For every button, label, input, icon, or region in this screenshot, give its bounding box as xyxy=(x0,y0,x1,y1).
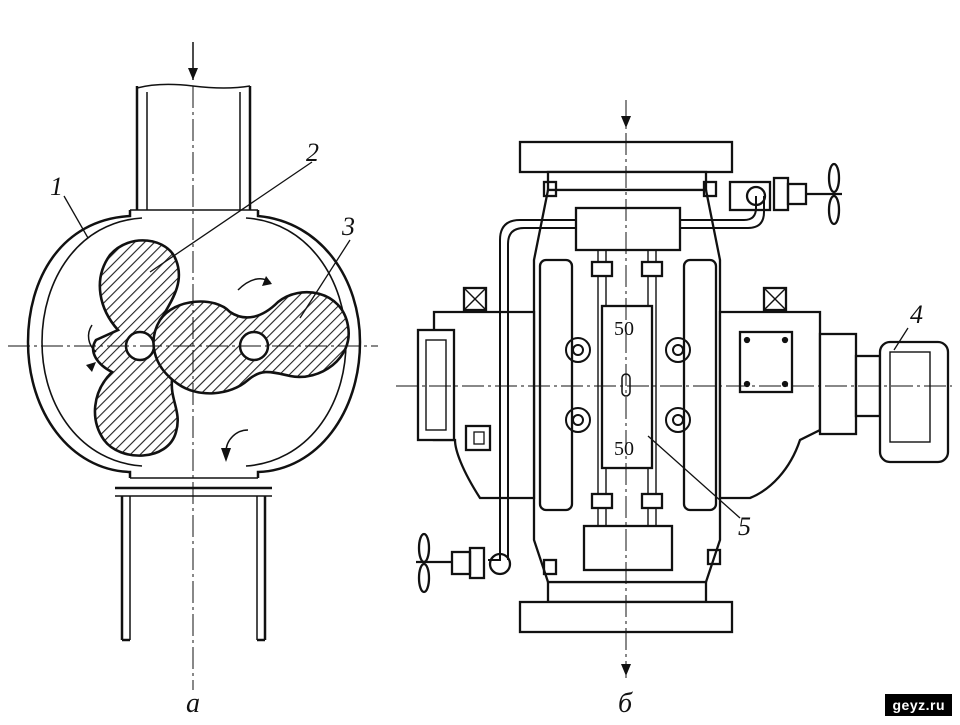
label-casing: 1 xyxy=(50,172,63,201)
caption-view-a: а xyxy=(186,688,200,719)
motor xyxy=(878,340,950,464)
sight-glass-plate xyxy=(600,304,654,470)
casing xyxy=(26,209,362,479)
label-motor: 4 xyxy=(910,300,923,329)
plate-value-bottom: 50 xyxy=(614,438,634,460)
plate-value-top: 50 xyxy=(614,318,634,340)
label-sight-glass: 5 xyxy=(738,512,751,541)
label-rotor-left: 2 xyxy=(306,138,319,167)
view-b-exterior xyxy=(396,100,952,678)
caption-view-b: б xyxy=(618,688,633,719)
watermark: geyz.ru xyxy=(885,694,952,716)
label-rotor-right: 3 xyxy=(342,212,355,241)
view-a-section xyxy=(8,42,378,690)
